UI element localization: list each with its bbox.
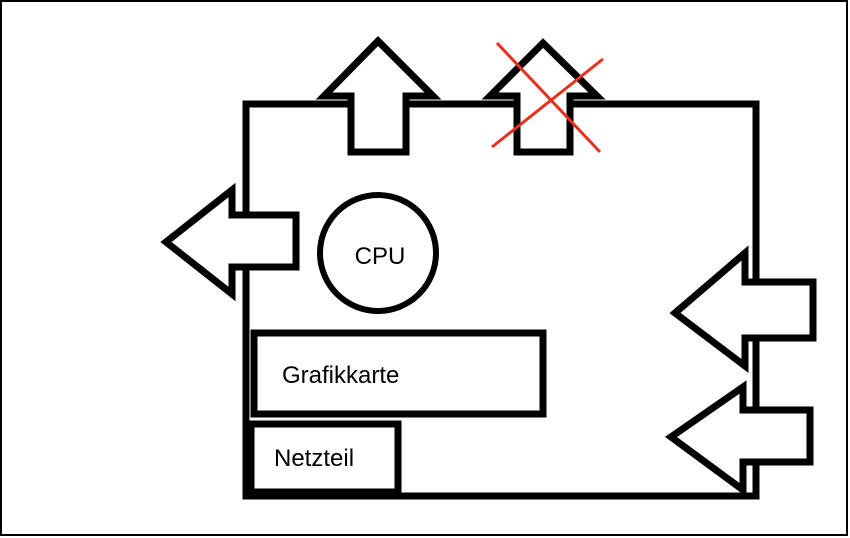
front-intake-arrow-2 <box>664 380 814 497</box>
cpu-circle <box>317 192 439 314</box>
psu-label: Netzteil <box>274 445 354 472</box>
psu-left-edge <box>246 424 254 496</box>
gpu-label: Grafikkarte <box>282 362 399 389</box>
rear-exhaust-arrow <box>160 182 300 302</box>
top-exhaust-arrow-2 <box>481 38 606 156</box>
gpu-box <box>250 329 547 418</box>
cpu-label: CPU <box>355 243 406 270</box>
front-intake-arrow-1 <box>669 245 817 374</box>
psu-box <box>247 420 402 496</box>
blocked-cross-icon <box>491 41 604 154</box>
top-exhaust-arrow-1 <box>315 36 442 156</box>
